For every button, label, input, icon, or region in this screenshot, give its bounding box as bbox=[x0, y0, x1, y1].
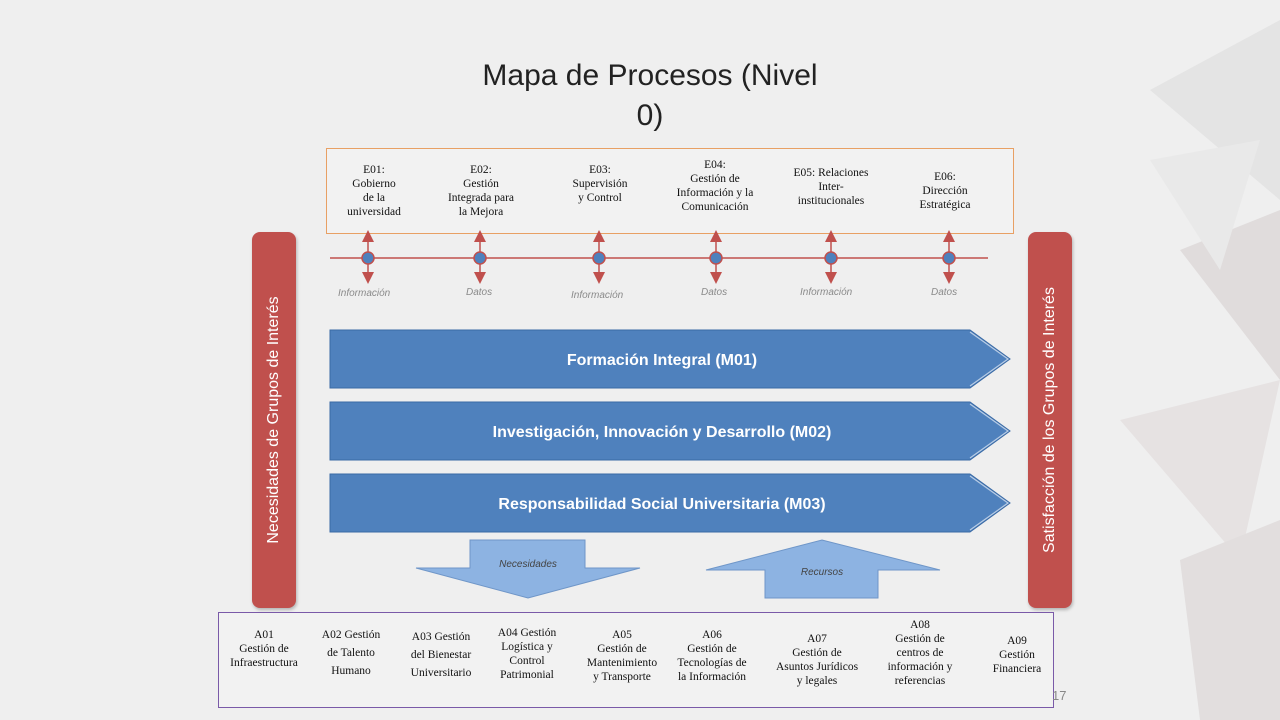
flow-label: Datos bbox=[466, 287, 493, 298]
support-process-line: información y bbox=[887, 661, 953, 673]
support-process-line: Gestión bbox=[999, 649, 1035, 661]
flow-label: Datos bbox=[701, 287, 728, 298]
stakeholder-needs-bar: Necesidades de Grupos de Interés bbox=[252, 232, 296, 608]
strategic-process-line: de la bbox=[362, 192, 386, 204]
strategic-process-line: E05: Relaciones bbox=[793, 167, 869, 179]
missional-process-label: Formación Integral (M01) bbox=[567, 352, 757, 369]
support-process-line: la Información bbox=[677, 671, 746, 683]
strategic-process-e01: E01: Gobierno de la universidad bbox=[340, 163, 408, 219]
strategic-process-line: E03: bbox=[589, 164, 611, 176]
page-title: Mapa de Procesos (Nivel 0) bbox=[440, 56, 860, 136]
strategic-process-line: Gestión de bbox=[690, 173, 740, 185]
strategic-process-e04: E04: Gestión de Información y la Comunicaci… bbox=[666, 158, 764, 214]
strategic-process-line: universidad bbox=[347, 206, 401, 218]
support-process-line: Gestión de bbox=[597, 643, 647, 655]
support-process-line: de Talento bbox=[327, 647, 375, 659]
missional-process-m01: Formación Integral (M01) bbox=[329, 329, 1011, 389]
strategic-process-line: Gobierno bbox=[352, 178, 396, 190]
strategic-process-e03: E03: Supervisión y Control bbox=[560, 163, 640, 205]
resources-arrow bbox=[705, 539, 941, 599]
strategic-process-line: Gestión bbox=[463, 178, 499, 190]
title-line-1: Mapa de Procesos (Nivel bbox=[482, 59, 818, 92]
title-line-2: 0) bbox=[636, 99, 664, 132]
stakeholder-satisfaction-bar: Satisfacción de los Grupos de Interés bbox=[1028, 232, 1072, 608]
support-process-line: Infraestructura bbox=[230, 657, 298, 669]
flow-label: Datos bbox=[931, 287, 958, 298]
strategic-process-line: y Control bbox=[578, 192, 622, 204]
support-process-line: A02 Gestión bbox=[321, 629, 381, 641]
support-process-line: Gestión de bbox=[239, 643, 289, 655]
strategic-process-line: institucionales bbox=[797, 195, 865, 207]
support-process-line: Control bbox=[509, 655, 545, 667]
support-process-line: A06 bbox=[702, 629, 722, 641]
strategic-process-line: Comunicación bbox=[681, 201, 749, 213]
strategic-process-line: E02: bbox=[470, 164, 492, 176]
support-process-line: Gestión de bbox=[895, 633, 945, 645]
support-process-line: Logística y bbox=[501, 641, 553, 653]
needs-arrow-label: Necesidades bbox=[499, 559, 557, 570]
missional-process-label: Investigación, Innovación y Desarrollo (… bbox=[493, 424, 832, 441]
strategic-process-line: E04: bbox=[704, 159, 726, 171]
support-process-line: Financiera bbox=[992, 663, 1042, 675]
support-process-line: A01 bbox=[254, 629, 274, 641]
support-process-line: Gestión de bbox=[792, 647, 842, 659]
support-process-line: A09 bbox=[1007, 635, 1027, 647]
missional-process-m03: Responsabilidad Social Universitaria (M0… bbox=[329, 473, 1011, 533]
support-processes-box bbox=[218, 612, 1054, 708]
support-process-line: referencias bbox=[894, 675, 946, 687]
flow-label: Información bbox=[338, 288, 391, 299]
flow-label: Información bbox=[571, 290, 624, 301]
support-process-line: y Transporte bbox=[593, 671, 651, 683]
strategic-process-line: Estratégica bbox=[919, 199, 971, 211]
flow-label: Información bbox=[800, 287, 853, 298]
strategic-process-line: Supervisión bbox=[572, 178, 628, 190]
support-process-line: Mantenimiento bbox=[586, 657, 658, 669]
support-process-line: y legales bbox=[796, 675, 838, 687]
support-process-line: Humano bbox=[331, 665, 371, 677]
page-number: 17 bbox=[1052, 688, 1067, 703]
support-process-line: Asuntos Jurídicos bbox=[775, 661, 859, 673]
strategic-process-line: Inter- bbox=[818, 181, 844, 193]
support-process-line: Gestión de bbox=[687, 643, 737, 655]
support-process-line: del Bienestar bbox=[410, 649, 472, 661]
strategic-process-line: E01: bbox=[363, 164, 385, 176]
support-process-line: A03 Gestión bbox=[411, 631, 471, 643]
support-process-line: Patrimonial bbox=[500, 669, 554, 681]
strategic-process-line: Dirección bbox=[922, 185, 968, 197]
support-process-line: A04 Gestión bbox=[497, 627, 557, 639]
support-process-line: Universitario bbox=[410, 667, 472, 679]
resources-arrow-label: Recursos bbox=[801, 567, 843, 578]
strategic-process-line: la Mejora bbox=[458, 206, 504, 218]
support-process-line: Tecnologías de bbox=[677, 657, 747, 669]
support-process-line: A05 bbox=[612, 629, 632, 641]
strategic-process-line: Integrada para bbox=[447, 192, 515, 204]
strategic-process-line: Información y la bbox=[676, 187, 754, 199]
needs-arrow bbox=[415, 539, 641, 599]
missional-process-label: Responsabilidad Social Universitaria (M0… bbox=[498, 496, 825, 513]
strategic-process-line: E06: bbox=[934, 171, 956, 183]
strategic-processes-box bbox=[326, 148, 1014, 234]
support-process-line: A08 bbox=[910, 619, 930, 631]
support-process-line: A07 bbox=[807, 633, 827, 645]
missional-process-m02: Investigación, Innovación y Desarrollo (… bbox=[329, 401, 1011, 461]
support-process-line: centros de bbox=[896, 647, 944, 659]
